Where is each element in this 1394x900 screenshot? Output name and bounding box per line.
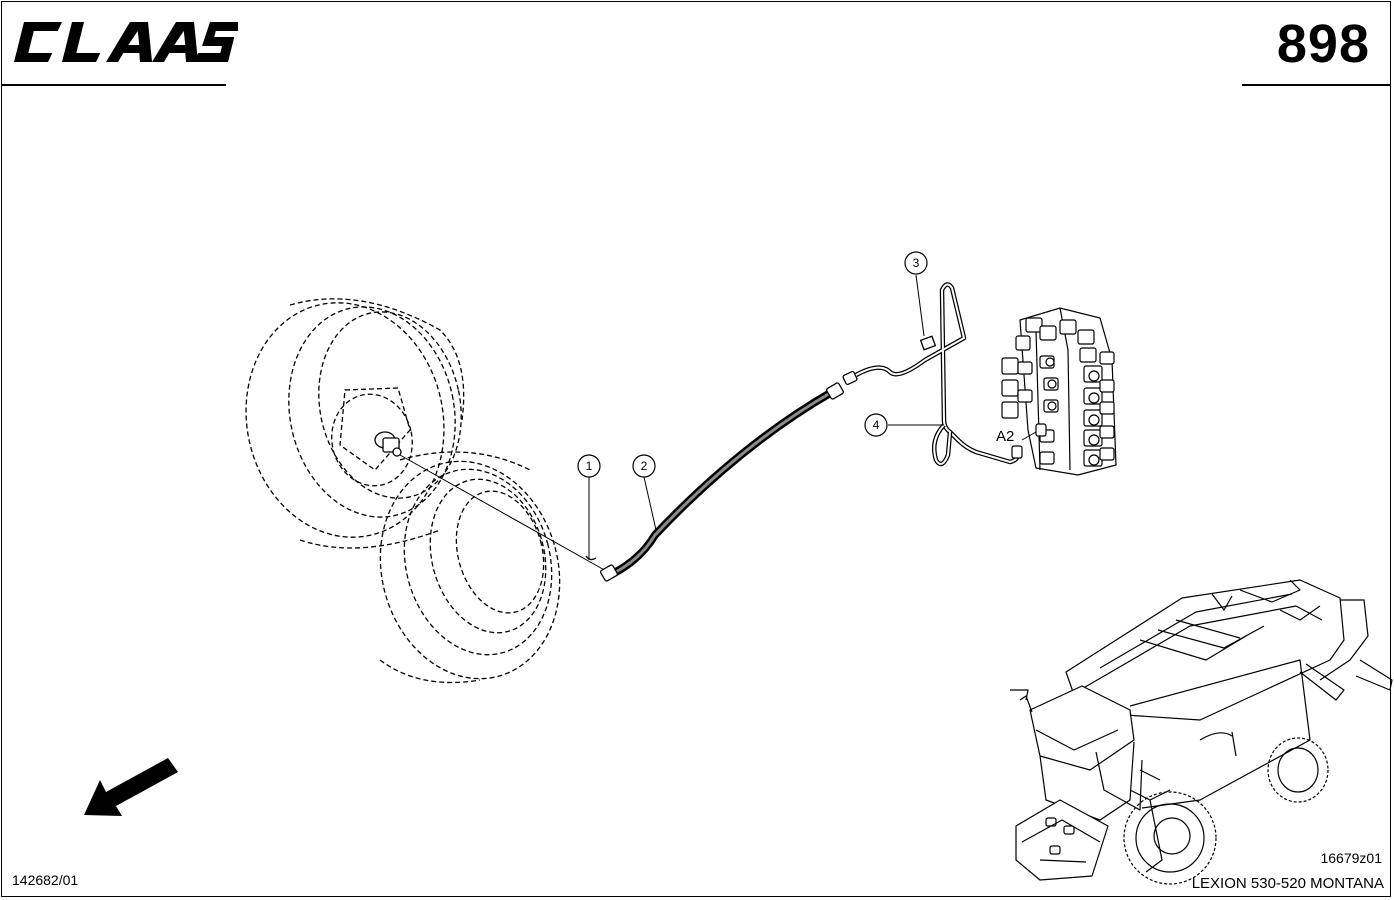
combine-harvester-thumbnail [1010, 579, 1393, 885]
callout-1: 1 [577, 454, 601, 478]
wheel-assembly [245, 298, 561, 684]
model-name: LEXION 530-520 MONTANA [1191, 875, 1384, 892]
svg-text:1: 1 [586, 459, 593, 473]
logo-underline [2, 84, 226, 86]
pipe-clamp [919, 335, 937, 351]
hose-fittings [600, 370, 858, 582]
callout-3: 3 [904, 251, 928, 275]
svg-text:2: 2 [641, 459, 648, 473]
center-line [399, 454, 609, 573]
direction-arrow-icon [84, 758, 178, 816]
valve-block [1001, 307, 1117, 476]
hub-fitting [374, 431, 402, 457]
claas-logo [14, 22, 238, 62]
document-code: 142682/01 [12, 872, 79, 888]
svg-text:3: 3 [913, 256, 920, 270]
port-label-a2: A2 [996, 428, 1014, 445]
callout-2: 2 [632, 454, 656, 478]
svg-text:4: 4 [873, 418, 880, 432]
figure-code: 16679z01 [1320, 850, 1382, 866]
clip [585, 555, 597, 561]
leader-lines [588, 274, 1037, 560]
page-number-underline [1242, 84, 1390, 86]
callout-4: 4 [864, 413, 888, 437]
page-number: 898 [1276, 14, 1370, 74]
